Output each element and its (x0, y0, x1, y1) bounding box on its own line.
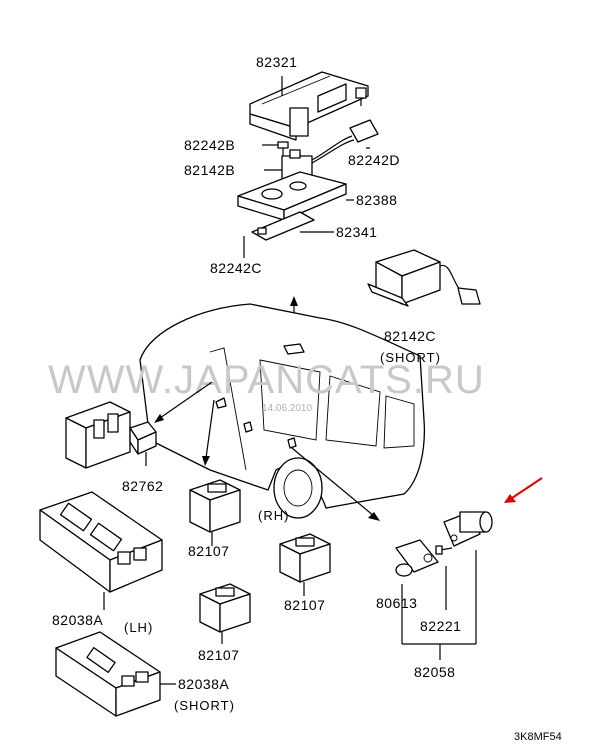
window-switch-82107-b[interactable] (279, 533, 331, 596)
label-82142B: 82142B (184, 162, 235, 178)
watermark-date: 14.06.2010 (262, 403, 312, 414)
red-indicator-arrow (504, 477, 543, 503)
label-rh: (RH) (258, 508, 289, 523)
label-82058: 82058 (414, 664, 455, 680)
switch-block-82762[interactable] (65, 401, 157, 469)
label-80613: 80613 (376, 595, 417, 611)
arrow-to-82762 (154, 381, 213, 423)
screw-82221[interactable] (435, 545, 453, 555)
label-82321: 82321 (256, 54, 297, 70)
watermark-site: WWW.JAPANCATS.RU (48, 358, 485, 402)
label-lh: (LH) (124, 620, 153, 635)
arrow-to-82107 (202, 399, 215, 466)
window-switch-82107-c[interactable] (199, 583, 251, 644)
screw-82242B[interactable] (277, 141, 289, 156)
vehicle-body (139, 303, 426, 519)
master-switch-82038A-short[interactable] (55, 631, 176, 717)
label-82107-b: 82107 (284, 597, 325, 613)
door-switch-cap-80613[interactable] (395, 539, 439, 577)
master-switch-82038A-lh[interactable] (39, 491, 163, 610)
label-82242C: 82242C (210, 260, 262, 276)
bracket-lines-82058 (401, 550, 477, 660)
label-82142C-short: (SHORT) (380, 350, 441, 365)
label-82038A-short: 82038A (178, 676, 229, 692)
label-82388: 82388 (356, 192, 397, 208)
label-82242D: 82242D (348, 152, 400, 168)
lens-82341[interactable] (251, 211, 315, 241)
bracket-82321[interactable] (249, 71, 369, 141)
leader-lines-top (243, 76, 370, 258)
window-switch-82107-a[interactable] (189, 479, 241, 546)
label-82142C: 82142C (384, 328, 436, 344)
lamp-housing-82388[interactable] (237, 171, 347, 221)
label-82221: 82221 (420, 618, 461, 634)
diagram-code: 3K8MF54 (514, 731, 562, 743)
label-82038A-lh: 82038A (52, 612, 103, 628)
wire-connector-82242D[interactable] (311, 119, 379, 164)
label-82107-c: 82107 (198, 647, 239, 663)
arrow-to-82058 (291, 447, 380, 521)
label-82242B: 82242B (184, 137, 235, 153)
label-82107-a: 82107 (188, 543, 229, 559)
label-82341: 82341 (336, 224, 377, 240)
door-switch-82058[interactable] (443, 511, 493, 547)
label-82762: 82762 (122, 478, 163, 494)
lamp-socket-82142C[interactable] (367, 249, 481, 307)
label-82038A-short-tag: (SHORT) (174, 698, 235, 713)
screw-82242D[interactable] (355, 87, 367, 106)
